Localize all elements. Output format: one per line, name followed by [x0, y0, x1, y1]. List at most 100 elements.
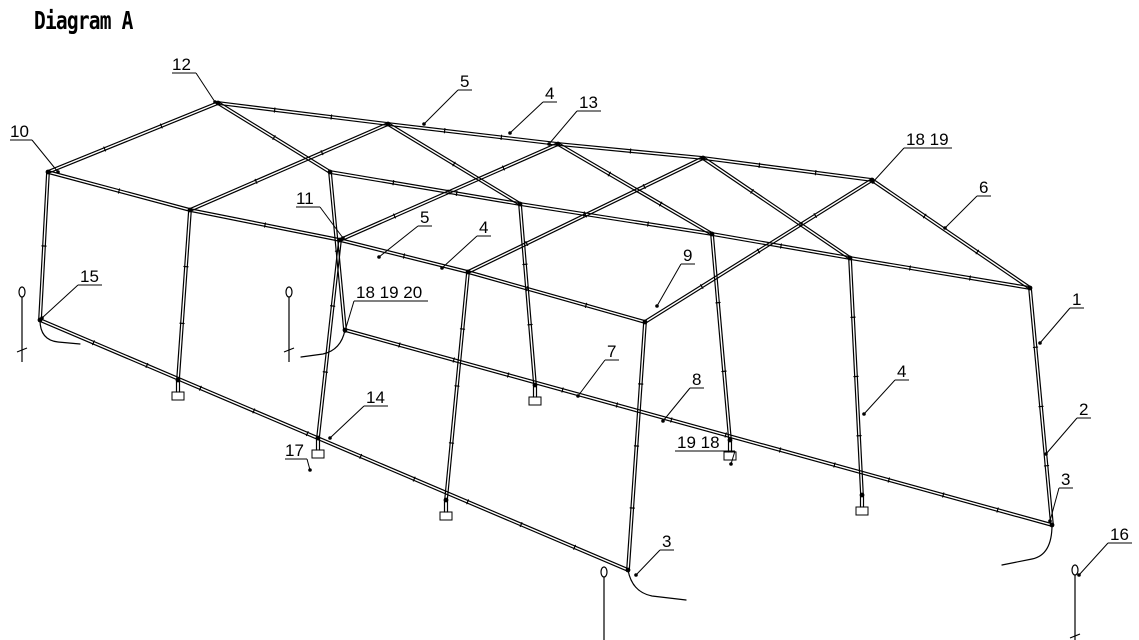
callout-dot — [508, 131, 512, 135]
callout-label: 4 — [897, 362, 906, 381]
part-callout-c10: 10 — [10, 122, 60, 174]
callout-label: 18 19 20 — [356, 283, 422, 302]
ridge-tube — [702, 156, 873, 182]
callout-dot — [56, 170, 60, 174]
diagram-title: Diagram A — [34, 6, 133, 35]
part-callout-c2: 2 — [1044, 400, 1091, 456]
frame-joint — [443, 497, 449, 503]
callout-dot — [871, 180, 875, 184]
ridge-tube — [387, 122, 559, 146]
part-callout-c5a: 5 — [422, 72, 472, 126]
callout-leader — [1045, 417, 1078, 455]
frame-joint — [215, 100, 221, 106]
ground-stakes — [16, 286, 1081, 640]
callout-label: 10 — [10, 122, 29, 141]
callout-dot — [343, 329, 347, 333]
ridge-tube — [217, 101, 389, 126]
part-callout-c181920: 18 19 20 — [343, 283, 428, 333]
front-rafter-tube — [46, 101, 220, 174]
callout-leader — [1039, 307, 1071, 344]
part-callout-c1918: 19 18 — [675, 433, 736, 466]
back-leg-tube — [1028, 287, 1054, 526]
ridge-tube — [557, 142, 704, 160]
part-callout-c12: 12 — [172, 55, 217, 104]
foot-stub — [532, 384, 538, 398]
frame-tubes — [38, 101, 1054, 601]
frame-joint — [727, 437, 733, 443]
callout-dot — [1038, 341, 1042, 345]
callout-label: 5 — [420, 208, 429, 227]
callout-dot — [341, 236, 345, 240]
callout-leader — [730, 450, 736, 465]
ground-stake — [16, 286, 28, 362]
foot-plate — [528, 396, 542, 406]
part-callout-c1819a: 18 19 — [871, 130, 952, 184]
part-callout-c4c: 4 — [862, 362, 909, 416]
callout-label: 15 — [80, 267, 99, 286]
front-rafter-tube — [643, 178, 874, 324]
foot-plate — [855, 506, 869, 516]
frame-joint — [187, 207, 193, 213]
callout-leader — [509, 101, 544, 134]
corner-foot-bend — [1001, 524, 1053, 566]
back-rafter-tube — [870, 178, 1032, 290]
foot-plate — [171, 391, 185, 401]
part-callout-c7: 7 — [576, 342, 619, 398]
callout-label: 12 — [172, 55, 191, 74]
frame-joint — [1027, 285, 1033, 291]
callout-leader — [306, 458, 311, 471]
callout-dot — [440, 266, 444, 270]
frame-joint — [555, 141, 561, 147]
callout-dot — [308, 468, 312, 472]
callout-dot — [634, 573, 638, 577]
callout-label: 3 — [1061, 470, 1070, 489]
callout-leader — [423, 89, 459, 125]
callout-leader — [195, 72, 216, 103]
part-callout-c9: 9 — [655, 246, 695, 308]
callout-dot — [655, 304, 659, 308]
callout-leader — [1049, 487, 1060, 522]
callout-leader — [329, 405, 365, 439]
callout-label: 18 19 — [906, 130, 949, 149]
front-eave-tube — [467, 270, 646, 324]
frame-joint — [859, 492, 865, 498]
frame-joint — [517, 201, 523, 207]
front-leg-tube — [444, 271, 470, 501]
callout-leader — [635, 549, 661, 576]
ground-stake — [283, 286, 295, 362]
front-leg-tube — [626, 321, 647, 571]
part-callout-c15: 15 — [40, 267, 102, 320]
front-eave-tube — [189, 208, 341, 242]
foot-stub — [175, 379, 181, 393]
callout-dot — [1048, 519, 1052, 523]
callout-leader — [344, 300, 355, 332]
foot-stub — [315, 437, 321, 451]
callout-label: 9 — [683, 246, 692, 265]
foot-plate — [311, 449, 325, 459]
callout-leader — [656, 263, 682, 307]
callout-label: 13 — [579, 93, 598, 112]
callout-leader — [548, 110, 578, 145]
callout-dot — [377, 255, 381, 259]
callout-leader — [441, 235, 478, 269]
foot-stub — [443, 499, 449, 513]
back-rafter-tube — [216, 101, 332, 174]
callout-dot — [213, 100, 217, 104]
callout-leader — [944, 195, 978, 229]
callout-label: 5 — [460, 72, 469, 91]
callout-label: 4 — [479, 218, 488, 237]
part-callout-c14: 14 — [328, 388, 388, 440]
frame-joint — [45, 169, 51, 175]
callout-label: 3 — [662, 532, 671, 551]
frame-joint — [1049, 522, 1055, 528]
frame-joint — [315, 435, 321, 441]
front-leg-tube — [316, 239, 342, 439]
callout-leader — [1078, 542, 1109, 576]
frame-joints — [37, 100, 1055, 573]
back-rafter-tube — [701, 156, 852, 260]
part-callout-c4b: 4 — [440, 218, 491, 270]
callout-label: 16 — [1110, 525, 1129, 544]
